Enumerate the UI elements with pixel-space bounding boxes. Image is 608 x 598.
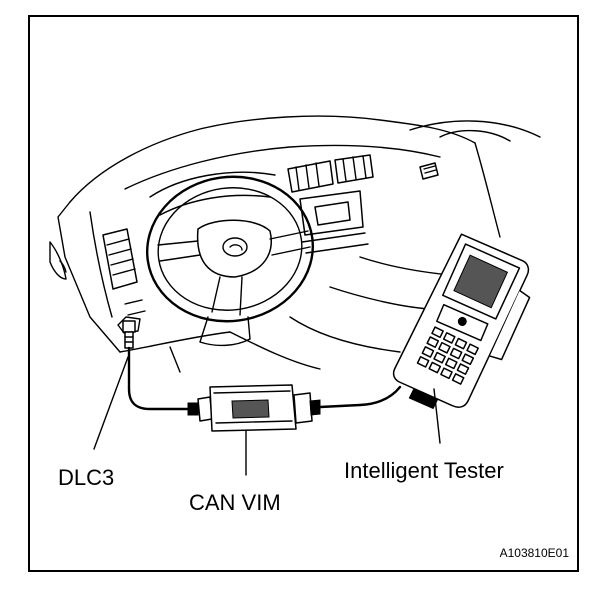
steering-wheel [145,175,315,347]
cable-dlc3-to-vim [127,346,190,411]
leader-dlc3 [93,356,129,450]
cable-vim-to-tester [318,385,402,409]
intelligent-tester [392,233,531,410]
figure-id: A103810E01 [499,546,569,560]
can-vim-unit [187,384,321,432]
leader-tester [433,388,441,444]
label-dlc3: DLC3 [58,465,115,490]
dashboard-tester-illustration [49,115,541,476]
dlc3-connector [117,316,141,349]
label-intelligent-tester: Intelligent Tester [344,458,504,483]
tester-keypad [416,326,479,385]
label-can-vim: CAN VIM [189,490,281,515]
figure-frame: DLC3 CAN VIM Intelligent Tester A103810E… [28,15,579,572]
